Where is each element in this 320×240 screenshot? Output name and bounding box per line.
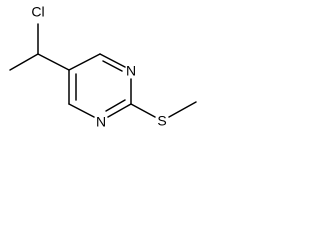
atom-cl-label: Cl	[31, 4, 44, 20]
bond-c4-n3-inner	[102, 60, 123, 72]
bond-c5-c4	[68, 53, 101, 71]
bond-n1-c6	[68, 103, 95, 118]
bond-c2-n1	[107, 103, 132, 118]
bond-c4-n3	[99, 53, 126, 68]
bond-s-methyl	[168, 101, 197, 118]
molecule-structure: Cl N N S	[9, 4, 197, 130]
atom-n-bottom-label: N	[96, 114, 106, 130]
atom-labels: Cl N N S	[31, 4, 166, 130]
bond-c2-s	[130, 103, 156, 118]
bond-methyl-chiral	[9, 53, 39, 71]
bond-c2-n1-inner	[105, 99, 126, 112]
bonds	[9, 23, 197, 118]
atom-s-label: S	[157, 113, 166, 129]
bond-chiral-c5	[37, 53, 70, 71]
atom-n-top-label: N	[126, 63, 136, 79]
